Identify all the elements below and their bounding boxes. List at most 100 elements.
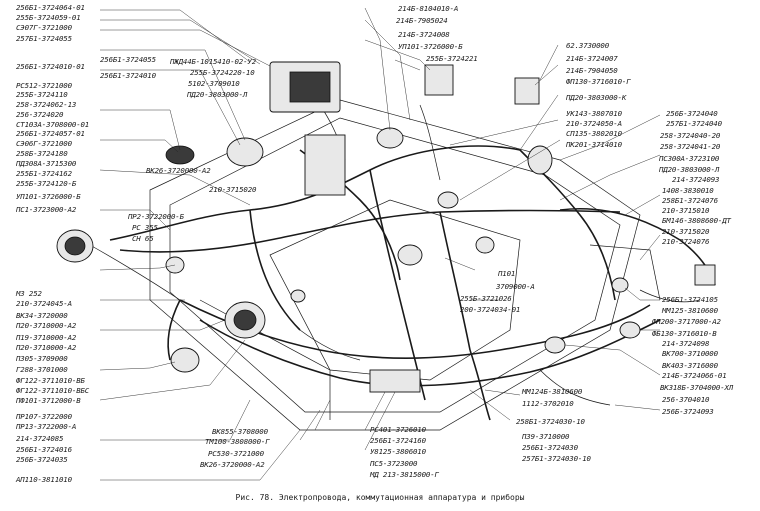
part-label: 256Б-3724040 [666,109,718,118]
signal-horn [165,145,195,165]
part-label: РС401-3726010 [370,425,426,434]
part-label: 256Б1-3724016 [16,445,72,454]
part-label: ФГ122-3711010-ВБ [16,376,85,385]
part-label: СЭ06Г-3721000 [16,139,72,148]
part-label: ПФ101-3712000-В [16,396,81,405]
part-label: 214Б-8104010-А [398,4,459,13]
part-label: СТ103А-3708000-01 [16,120,90,129]
part-label: РС512-3721000 [16,81,72,90]
part-label: Г288-3701000 [16,365,68,374]
fog-lamp [170,347,200,373]
part-label: 214Б-3724008 [398,30,450,39]
part-label: 3709000-А [496,282,535,291]
part-label: ПР107-3722000 [16,412,72,421]
part-label: 210-3715020 [662,227,710,236]
part-label: ФП130-3716010-Г [566,77,631,86]
part-label: 62.3730000 [566,41,609,50]
part-label: 1112-3702010 [522,399,574,408]
part-label: БМ146-3808600-ДТ [662,216,731,225]
part-label: 257Б1-3724055 [16,34,72,43]
part-label: 255Б-3724110 [16,90,68,99]
part-label: 255Б-3724120-Б [16,179,77,188]
part-label: 258Б-3724180 [16,149,68,158]
part-label: РС530-3721000 [208,449,264,458]
part-label: ВК318Б-3704000-ХЛ [660,383,734,392]
part-label: 214-3724098 [662,339,710,348]
part-label: СП135-3802010 [566,129,622,138]
part-label: 256Б1-3724010 [100,71,156,80]
part-label: ВК34-3720000 [16,311,68,320]
part-label: 200-3724034-01 [460,305,521,314]
part-label: У8125-3806010 [370,447,426,456]
part-label: 256Б1-3724160 [370,436,426,445]
rear-lamp [694,264,716,286]
figure-caption: Рис. 78. Электропровода, коммутационная … [235,493,525,502]
part-label: ПД308А-3715300 [16,159,77,168]
starter-relay [226,137,264,167]
part-label: 257Б1-3724030-10 [522,454,591,463]
part-label: П20-3710000-А2 [16,321,77,330]
part-label: 256Б-3724093 [662,407,714,416]
part-label: 256-3704010 [662,395,710,404]
part-label: П19-3710000-А2 [16,333,77,342]
part-label: П305-3709000 [16,354,68,363]
part-label: 214Б-3724066-01 [662,371,727,380]
part-label: 256Б1-3724055 [100,55,156,64]
part-label: ПС300А-3723100 [659,154,720,163]
part-label: ТМ100-3808000-Г [205,437,270,446]
part-label: 5102-3709010 [188,79,240,88]
part-label: 255Б-3721026 [460,294,512,303]
part-label: ВК403-3716000 [662,361,718,370]
part-label: 210-3724076 [662,237,710,246]
rear-switch [619,321,641,339]
part-label: ПД20-3803000-Л [187,90,248,99]
part-label: 258-3724062-13 [16,100,77,109]
part-label: 214Б-3724007 [566,54,618,63]
part-label: ФБ130-3716010-В [652,329,717,338]
part-label: 210-3724050-А [566,119,622,128]
part-label: СЭ07Г-3721000 [16,23,72,32]
part-label: 256Б1-3724010-01 [16,62,85,71]
part-label: СН 65 [132,234,154,243]
sensor [397,244,423,266]
part-label: ММ125-3810600 [662,306,718,315]
part-label: 214Б-7904050 [566,66,618,75]
part-label: РС 355 [132,223,158,232]
part-label: ПС1-3723000-А2 [16,205,77,214]
part-label: 1408-3830010 [662,186,714,195]
part-label: ВК855-3708000 [212,427,268,436]
part-label: ВК700-3710000 [662,349,718,358]
part-label: УК143-3807010 [566,109,622,118]
part-label: 255Б1-3724162 [16,169,72,178]
part-label: 214Б-7905024 [396,16,448,25]
part-label: 210-3715010 [662,206,710,215]
fuel-sensor [611,277,629,293]
part-label: ММ124Б-3810600 [522,387,583,396]
part-label: ПК201-3714010 [566,140,622,149]
fuse-block [369,369,421,393]
part-label: 258Б1-3724076 [662,196,718,205]
part-label: П39-3710000 [522,432,570,441]
part-label: 258Б1-3724030-10 [516,417,585,426]
part-label: 214-3724093 [672,175,720,184]
part-label: ПЖД44Б-1015410-02-У2 [170,57,256,66]
part-label: 210-3724045-А [16,299,72,308]
relay-box [514,77,540,105]
gauge [527,145,553,175]
headlamp-lens [64,236,86,256]
components [56,61,716,393]
part-label: ФП200-3717000-А2 [652,317,721,326]
part-label: 256Б-3724035 [16,455,68,464]
heater-core [289,71,331,103]
part-label: П20-3710000-А2 [16,343,77,352]
connector-left [290,289,306,303]
part-label: 258-3724040-20 [660,131,721,140]
alternator-pulley [233,309,257,331]
part-label: МЗ 252 [16,289,42,298]
part-label: АП110-3811010 [16,475,72,484]
part-label: ПР13-3722000-А [16,422,77,431]
sensor-small [475,236,495,254]
relay-block [424,64,454,96]
part-label: П101 [498,269,516,278]
